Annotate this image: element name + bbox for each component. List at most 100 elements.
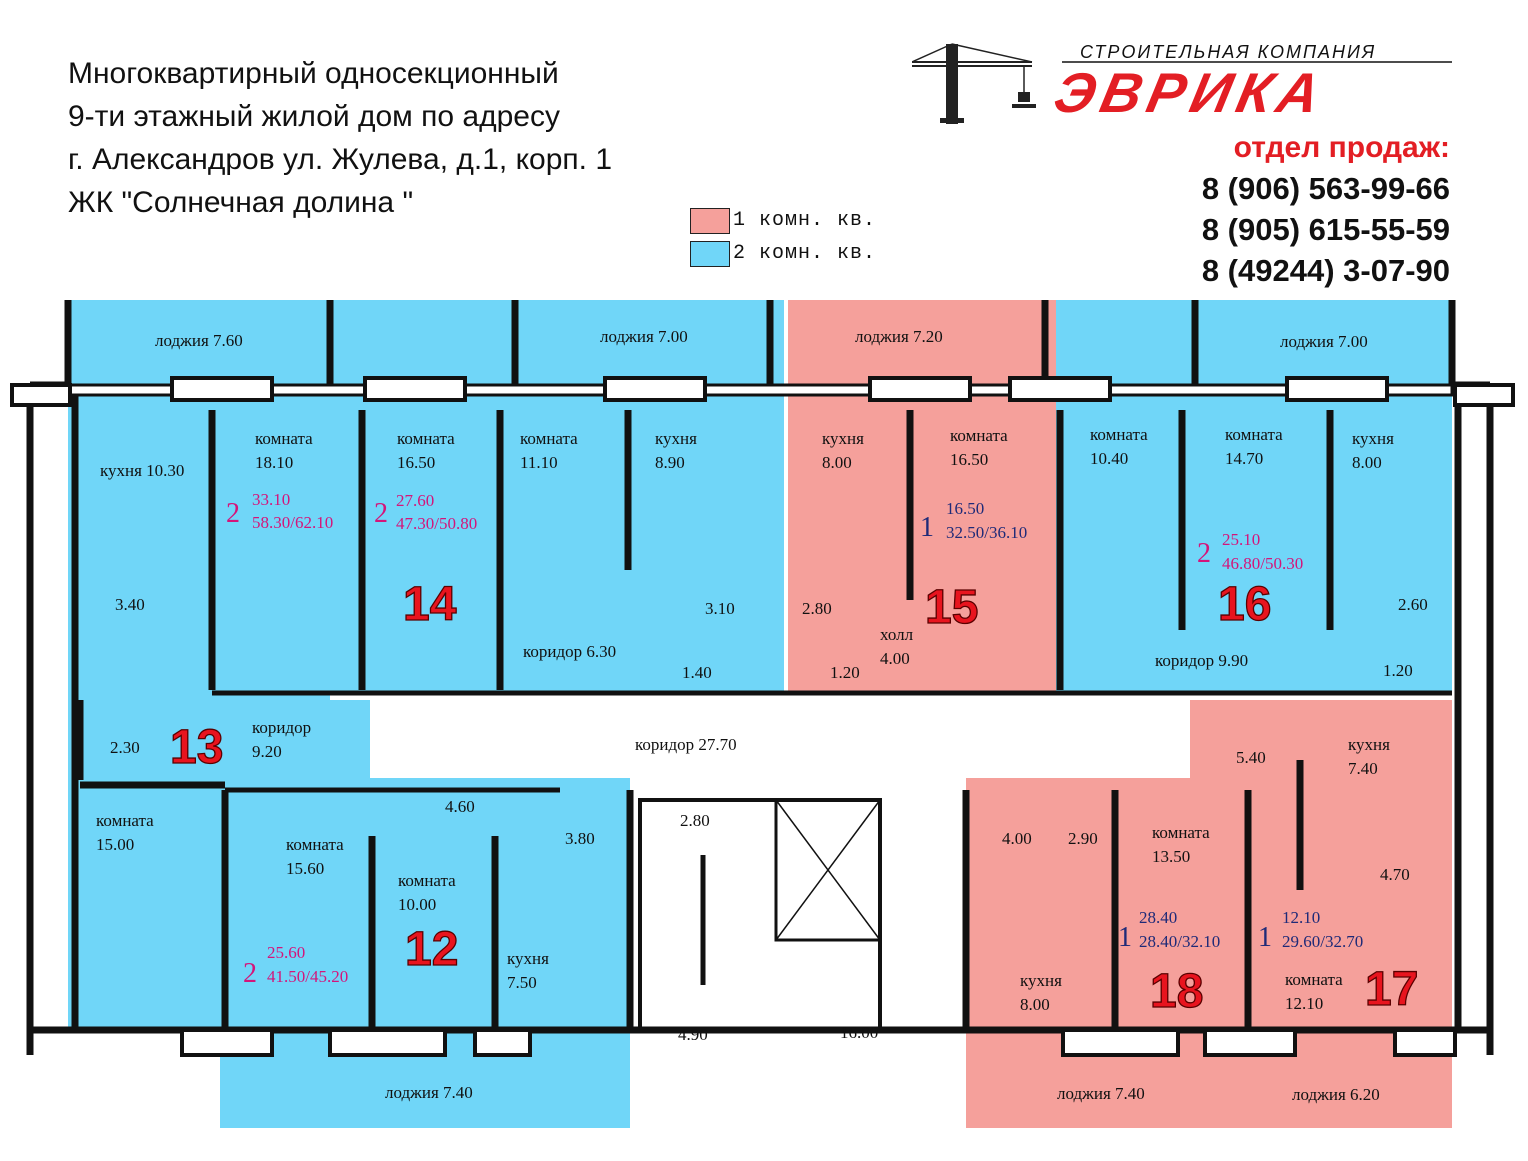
bath-12-label: 3.80 — [565, 829, 595, 848]
apt-12-summary: 2 25.60 41.50/45.20 — [243, 943, 348, 989]
apt-14-living: 27.60 — [396, 491, 434, 510]
corridor-13-area: 9.20 — [252, 742, 282, 761]
description-line-1: Многоквартирный односекционный — [68, 57, 559, 90]
lift-hall-label: 16.00 — [840, 1023, 878, 1042]
sales-phone-1[interactable]: 8 (906) 563-99-66 — [1201, 171, 1450, 206]
apt-12-totals: 41.50/45.20 — [267, 967, 348, 986]
room-labels: лоджия 7.60 лоджия 7.00 лоджия 7.20 лодж… — [96, 327, 1428, 1104]
description-line-3: г. Александров ул. Жулева, д.1, корп. 1 — [68, 143, 612, 176]
sales-phone-3[interactable]: 8 (49244) 3-07-90 — [1201, 253, 1450, 288]
apt-14-rooms: 2 — [374, 498, 388, 529]
kitchen-15-name: кухня — [822, 429, 864, 448]
kitchen-14-area: 8.90 — [655, 453, 685, 472]
apt-15-living: 16.50 — [946, 499, 984, 518]
window-pillars — [10, 376, 1515, 1057]
hall-15-area: 4.00 — [880, 649, 910, 668]
apt-13-rooms: 2 — [226, 498, 240, 529]
room-12b-area: 10.00 — [398, 895, 436, 914]
apartment-number-12: 12 — [405, 923, 458, 976]
legend-one-room: 1 комн. кв. — [733, 209, 877, 232]
kitchen-18-area: 8.00 — [1020, 995, 1050, 1014]
room-16b-name: комната — [1225, 425, 1283, 444]
room-15-name: комната — [950, 426, 1008, 445]
room-17-area: 12.10 — [1285, 994, 1323, 1013]
apt-15-summary: 1 16.50 32.50/36.10 — [920, 499, 1027, 543]
kitchen-12-area: 7.50 — [507, 973, 537, 992]
bath-14-label: 3.10 — [705, 599, 735, 618]
kitchen-18-name: кухня — [1020, 971, 1062, 990]
loggia-17-label: лоджия 6.20 — [1292, 1085, 1380, 1104]
apt-18-summary: 1 28.40 28.40/32.10 — [1118, 908, 1220, 953]
room-18-name: комната — [1152, 823, 1210, 842]
room-18-area: 13.50 — [1152, 847, 1190, 866]
kitchen-17-area: 7.40 — [1348, 759, 1378, 778]
room-17-name: комната — [1285, 970, 1343, 989]
company-tagline: СТРОИТЕЛЬНАЯ КОМПАНИЯ — [1080, 42, 1376, 62]
wc-14-label: 1.40 — [682, 663, 712, 682]
room-13a-area: 18.10 — [255, 453, 293, 472]
apartment-number-16: 16 — [1218, 578, 1271, 631]
apt-14-summary: 2 27.60 47.30/50.80 — [374, 491, 477, 533]
apt-17-fill — [1190, 700, 1452, 1128]
bath-16-label: 2.60 — [1398, 595, 1428, 614]
room-12b-name: комната — [398, 871, 456, 890]
legend-swatch-two-room — [690, 241, 730, 267]
apt-18-living: 28.40 — [1139, 908, 1177, 927]
apt-15-rooms: 1 — [920, 512, 934, 543]
room-15-area: 16.50 — [950, 450, 988, 469]
hall-17-label: 5.40 — [1236, 748, 1266, 767]
sales-title: отдел продаж: — [1233, 131, 1450, 164]
apt-16-totals: 46.80/50.30 — [1222, 554, 1303, 573]
apt-16-rooms: 2 — [1197, 538, 1211, 569]
bath-13a-label: 3.40 — [115, 595, 145, 614]
room-13a-name: комната — [255, 429, 313, 448]
apt-12-fill — [220, 778, 630, 1128]
apt-16-summary: 2 25.10 46.80/50.30 — [1197, 530, 1303, 573]
room-14b-area: 11.10 — [520, 453, 558, 472]
sales-phone-2[interactable]: 8 (905) 615-55-59 — [1201, 212, 1450, 247]
apt-17-totals: 29.60/32.70 — [1282, 932, 1363, 951]
room-12a-name: комната — [286, 835, 344, 854]
apt-17-summary: 1 12.10 29.60/32.70 — [1258, 908, 1363, 953]
loggia-14-label: лоджия 7.00 — [600, 327, 688, 346]
loggia-16-label: лоджия 7.00 — [1280, 332, 1368, 351]
apt-15-totals: 32.50/36.10 — [946, 523, 1027, 542]
kitchen-16-name: кухня — [1352, 429, 1394, 448]
apt-12-living: 25.60 — [267, 943, 305, 962]
building-description: Многоквартирный односекционный 9-ти этаж… — [68, 52, 612, 224]
hall-15-name: холл — [880, 625, 914, 644]
bath-13b-label: 2.30 — [110, 738, 140, 757]
room-14b-name: комната — [520, 429, 578, 448]
crane-icon — [912, 43, 1036, 124]
wc-16-label: 1.20 — [1383, 661, 1413, 680]
corridor-14-label: коридор 6.30 — [523, 642, 616, 661]
apt-12-rooms: 2 — [243, 958, 257, 989]
room-16a-area: 10.40 — [1090, 449, 1128, 468]
description-line-4: ЖК "Солнечная долина " — [68, 186, 414, 219]
company-name: ЭВРИКА — [1049, 62, 1331, 124]
apt-13-totals: 58.30/62.10 — [252, 513, 333, 532]
bath-15-label: 2.80 — [802, 599, 832, 618]
wc-15-label: 1.20 — [830, 663, 860, 682]
apt-18-rooms: 1 — [1118, 922, 1132, 953]
apt-13-corridor-fill — [80, 700, 370, 790]
apt-14-totals: 47.30/50.80 — [396, 514, 477, 533]
apartment-number-17: 17 — [1365, 963, 1418, 1016]
apartment-number-13: 13 — [170, 721, 223, 774]
kitchen-13-label: кухня 10.30 — [100, 461, 184, 480]
stair-top-label: 2.80 — [680, 811, 710, 830]
apt-14-fill — [330, 300, 784, 692]
kitchen-17-name: кухня — [1348, 735, 1390, 754]
apt-17-rooms: 1 — [1258, 922, 1272, 953]
apt-13-living: 33.10 — [252, 490, 290, 509]
apartment-number-18: 18 — [1150, 965, 1203, 1018]
apt-15-fill — [788, 300, 1056, 692]
kitchen-15-area: 8.00 — [822, 453, 852, 472]
corridor-13-name: коридор — [252, 718, 311, 737]
apt-16-living: 25.10 — [1222, 530, 1260, 549]
hall-12-label: 4.60 — [445, 797, 475, 816]
main-corridor-label: коридор 27.70 — [635, 735, 737, 754]
room-13b-name: комната — [96, 811, 154, 830]
kitchen-14-name: кухня — [655, 429, 697, 448]
